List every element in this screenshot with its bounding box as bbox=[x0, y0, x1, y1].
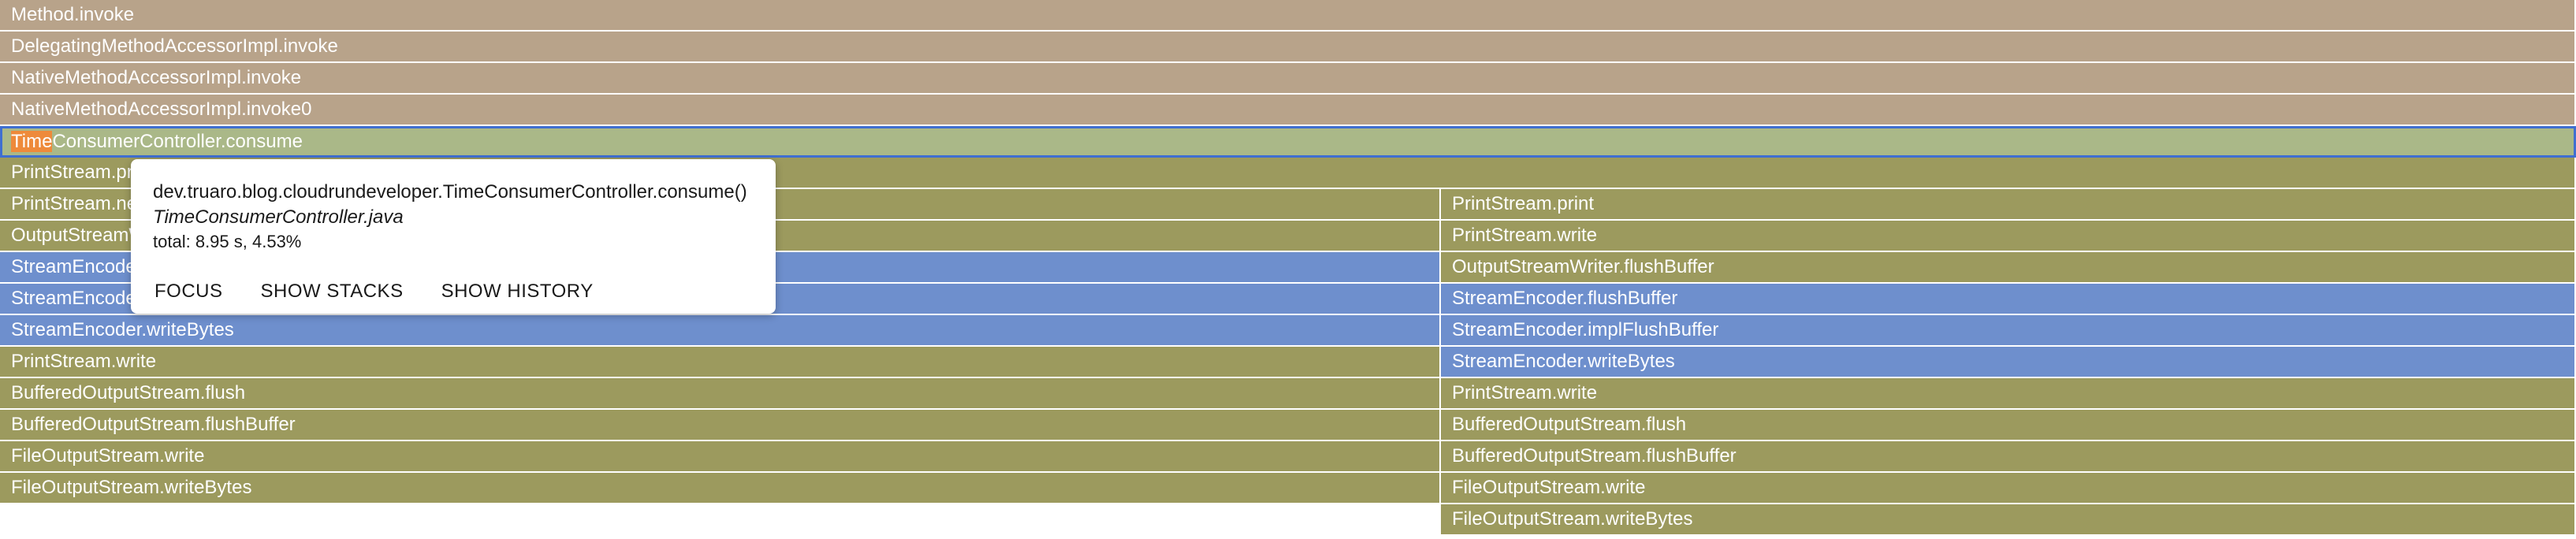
frame-tooltip: dev.truaro.blog.cloudrundeveloper.TimeCo… bbox=[131, 159, 776, 314]
tooltip-file-name: TimeConsumerController.java bbox=[153, 206, 404, 228]
focus-button[interactable]: FOCUS bbox=[145, 277, 233, 306]
frame-label: NativeMethodAccessorImpl.invoke bbox=[11, 67, 302, 88]
frame-label: StreamEncoder.flushBuffer bbox=[1452, 288, 1678, 309]
flame-frame[interactable]: Method.invoke bbox=[0, 0, 2576, 32]
flame-frame[interactable]: PrintStream.write bbox=[0, 347, 1441, 378]
flame-frame[interactable]: PrintStream.write bbox=[1441, 221, 2576, 252]
frame-label: Method.invoke bbox=[11, 4, 135, 25]
frame-label-match: Time bbox=[11, 131, 53, 152]
frame-label: PrintStream.write bbox=[11, 351, 157, 372]
frame-label: ConsumerController.consume bbox=[52, 131, 303, 152]
flame-frame[interactable]: FileOutputStream.write bbox=[0, 441, 1441, 473]
tooltip-total-label: total: bbox=[153, 232, 191, 251]
flame-frame[interactable]: BufferedOutputStream.flushBuffer bbox=[0, 410, 1441, 441]
tooltip-actions: FOCUS SHOW STACKS SHOW HISTORY bbox=[145, 277, 622, 306]
frame-label: PrintStream.print bbox=[1452, 193, 1595, 214]
flame-frame[interactable]: OutputStreamWriter.flushBuffer bbox=[1441, 252, 2576, 284]
tooltip-method-name: dev.truaro.blog.cloudrundeveloper.TimeCo… bbox=[153, 181, 747, 203]
frame-label: OutputStreamWriter.flushBuffer bbox=[1452, 256, 1714, 277]
show-history-button[interactable]: SHOW HISTORY bbox=[432, 277, 603, 306]
frame-label: FileOutputStream.write bbox=[11, 445, 205, 467]
flame-frame[interactable]: BufferedOutputStream.flush bbox=[0, 378, 1441, 410]
flame-frame[interactable]: FileOutputStream.writeBytes bbox=[1441, 504, 2576, 536]
frame-label: BufferedOutputStream.flush bbox=[1452, 414, 1687, 435]
flame-frame[interactable]: BufferedOutputStream.flushBuffer bbox=[1441, 441, 2576, 473]
flame-frame[interactable]: FileOutputStream.write bbox=[1441, 473, 2576, 504]
tooltip-total: total: 8.95 s, 4.53% bbox=[153, 232, 301, 252]
frame-label: PrintStream.write bbox=[1452, 382, 1598, 403]
frame-label: PrintStream.write bbox=[1452, 225, 1598, 246]
flame-frame[interactable]: PrintStream.write bbox=[1441, 378, 2576, 410]
frame-label: FileOutputStream.write bbox=[1452, 477, 1646, 498]
flame-frame[interactable]: NativeMethodAccessorImpl.invoke0 bbox=[0, 95, 2576, 126]
frame-label: NativeMethodAccessorImpl.invoke0 bbox=[11, 99, 312, 120]
frame-label: DelegatingMethodAccessorImpl.invoke bbox=[11, 35, 338, 57]
frame-label: FileOutputStream.writeBytes bbox=[11, 477, 252, 498]
flame-frame[interactable]: DelegatingMethodAccessorImpl.invoke bbox=[0, 32, 2576, 63]
flame-frame[interactable]: StreamEncoder.flushBuffer bbox=[1441, 284, 2576, 315]
frame-label: FileOutputStream.writeBytes bbox=[1452, 508, 1693, 530]
flame-frame[interactable]: NativeMethodAccessorImpl.invoke bbox=[0, 63, 2576, 95]
frame-label: StreamEncoder.implFlushBuffer bbox=[1452, 319, 1719, 340]
frame-label: BufferedOutputStream.flush bbox=[11, 382, 246, 403]
flame-frame[interactable]: StreamEncoder.writeBytes bbox=[0, 315, 1441, 347]
flame-frame[interactable]: StreamEncoder.writeBytes bbox=[1441, 347, 2576, 378]
frame-label: StreamEncoder.writeBytes bbox=[11, 319, 234, 340]
flame-frame[interactable]: BufferedOutputStream.flush bbox=[1441, 410, 2576, 441]
flame-frame[interactable]: FileOutputStream.writeBytes bbox=[0, 473, 1441, 504]
frame-label: BufferedOutputStream.flushBuffer bbox=[1452, 445, 1737, 467]
flame-frame[interactable]: StreamEncoder.implFlushBuffer bbox=[1441, 315, 2576, 347]
tooltip-total-value: 8.95 s, 4.53% bbox=[195, 232, 302, 251]
frame-label: StreamEncoder.writeBytes bbox=[1452, 351, 1675, 372]
flame-frame-selected[interactable]: TimeConsumerController.consume bbox=[0, 126, 2576, 158]
frame-label: BufferedOutputStream.flushBuffer bbox=[11, 414, 296, 435]
show-stacks-button[interactable]: SHOW STACKS bbox=[251, 277, 413, 306]
flame-frame[interactable]: PrintStream.print bbox=[1441, 189, 2576, 221]
